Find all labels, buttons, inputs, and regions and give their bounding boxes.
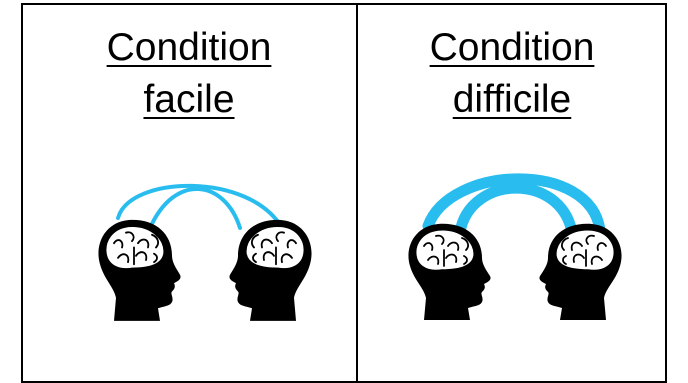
panel-title-easy: Condition facile <box>22 22 356 126</box>
connection-easy-outer <box>116 183 284 230</box>
head-easy-right-icon <box>228 218 313 322</box>
title-easy-line1: Condition <box>106 26 272 69</box>
connection-hard-outer <box>422 173 606 236</box>
head-easy-left-icon <box>97 218 182 322</box>
illustration-canvas <box>97 173 623 322</box>
connection-hard-inner <box>454 182 578 238</box>
head-hard-right-icon <box>538 222 623 321</box>
title-easy-line2: facile <box>143 78 235 121</box>
title-hard-line2: difficile <box>452 78 572 121</box>
title-hard-line1: Condition <box>429 26 595 69</box>
connection-easy-inner <box>148 187 242 230</box>
panel-divider <box>356 3 358 383</box>
head-hard-left-icon <box>407 222 492 321</box>
panel-title-hard: Condition difficile <box>358 22 666 126</box>
